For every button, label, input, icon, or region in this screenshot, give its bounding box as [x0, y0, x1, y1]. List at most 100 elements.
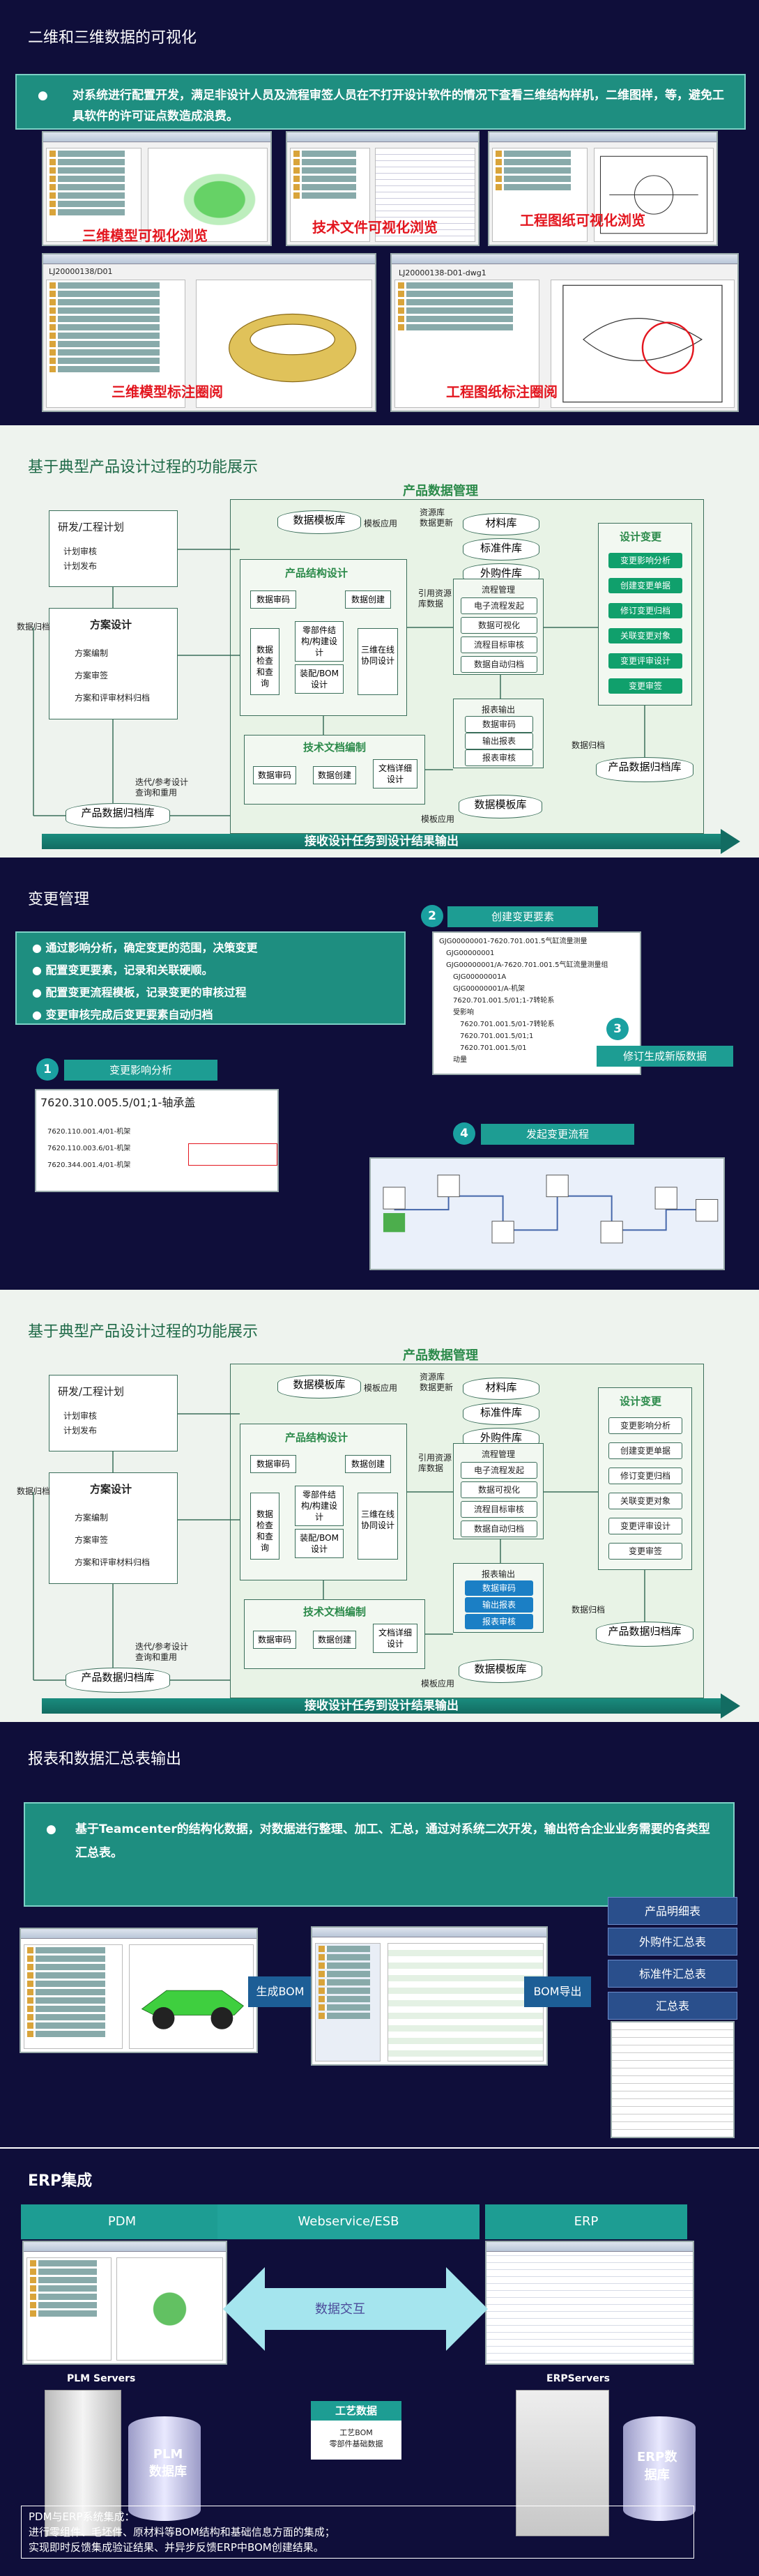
data-template-db: 数据模板库: [277, 510, 361, 534]
scheme-items: 方案编制方案审签方案和评审材料归档: [75, 642, 150, 709]
template-apply-label-2: 模板应用: [421, 814, 455, 824]
change-title: 设计变更: [620, 531, 662, 543]
design-ref-label: 迭代/参考设计 查询和重用: [135, 1642, 189, 1662]
label-3d-view: 三维模型可视化浏览: [82, 227, 208, 244]
std-db: 标准件库: [463, 1403, 539, 1425]
change-box: 设计变更 变更影响分析 创建变更单据 修订变更归档 关联变更对象 变更评审设计 …: [598, 523, 692, 706]
research-item: 计划发布: [63, 1426, 98, 1435]
tree-item: 受影响: [453, 1009, 474, 1016]
slide-title: ERP集成: [28, 2172, 93, 2190]
process-arrowhead: [721, 1693, 740, 1718]
doc-id-2: LJ20000138-D01-dwg1: [399, 268, 486, 277]
change-item: 创建变更单据: [608, 1442, 682, 1459]
ref-res-label: 引用资源库数据: [418, 1453, 452, 1473]
doc-item: 数据创建: [313, 1631, 356, 1649]
struct-item: 零部件结构/构建设计: [295, 1486, 344, 1526]
bullet-icon: ●: [46, 1822, 56, 1836]
erp-server-icon: [516, 2390, 609, 2536]
pdm-title: 产品数据管理: [403, 484, 478, 498]
scheme-box: 方案设计 方案编制方案审签方案和评审材料归档: [49, 608, 178, 719]
change-item: 修订变更归档: [608, 1468, 682, 1484]
step-2-tag: 创建变更要素: [447, 906, 598, 927]
screenshot-3d-markup: LJ20000138/D01: [42, 253, 376, 412]
slide-erp: ERP集成 PDM Webservice/ESB ERP 数据交互 PLM Se…: [0, 2147, 759, 2576]
change-item: 创建变更单据: [608, 578, 682, 593]
flow-title: 流程管理: [482, 1449, 516, 1459]
flow-item: 数据自动归档: [461, 656, 537, 673]
table-product-detail: 产品明细表: [608, 1897, 737, 1925]
change-item: 变更影响分析: [608, 1417, 682, 1434]
slide-title: 变更管理: [28, 891, 90, 908]
change-bullet: ● 配置变更流程模板，记录变更的审核过程: [32, 986, 247, 999]
report-item: 报表审核: [465, 1614, 533, 1629]
archive-db-right: 产品数据归档库: [596, 1622, 693, 1647]
doc-item: 数据审码: [253, 1631, 296, 1649]
flow-item: 数据自动归档: [461, 1521, 537, 1537]
research-item: 计划审核: [63, 1411, 98, 1421]
report-item: 输出报表: [465, 1597, 533, 1613]
report-item: 输出报表: [465, 733, 533, 749]
flow-arrows: [33, 549, 645, 816]
doc-box: 技术文档编制 数据审码 数据创建 文档详细设计: [244, 735, 425, 805]
research-title: 研发/工程计划: [58, 521, 125, 533]
slide-process-2: 基于典型产品设计过程的功能展示 产品数据管理 研发/工程计划 计划审核计划发布 …: [0, 1290, 759, 1722]
label-drawing-markup: 工程图纸标注圈阅: [446, 383, 558, 400]
archive-right-label: 数据归档: [572, 740, 606, 750]
change-item: 变更评审设计: [608, 653, 682, 669]
erp-servers-label: ERPServers: [546, 2373, 610, 2384]
data-template-db: 数据模板库: [277, 1375, 361, 1398]
struct-item: 数据检查和查询: [250, 1493, 279, 1560]
ia-item: 7620.110.001.4/01-机架: [47, 1128, 131, 1136]
summary-sheet: [611, 2021, 735, 2138]
material-db: 材料库: [463, 513, 539, 535]
slide-title: 基于典型产品设计过程的功能展示: [28, 459, 259, 476]
change-item: 变更审签: [608, 678, 682, 694]
ia-item: 7620.344.001.4/01-机架: [47, 1161, 131, 1169]
report-item: 报表审核: [465, 749, 533, 766]
scheme-item: 方案编制: [75, 648, 109, 658]
generate-bom-arrow: 生成BOM: [248, 1976, 312, 2007]
struct-item: 零部件结构/构建设计: [295, 621, 344, 662]
ia-list: 7620.110.001.4/01-机架 7620.110.003.6/01-机…: [47, 1124, 130, 1174]
label-drawing-view: 工程图纸可视化浏览: [520, 212, 645, 229]
tree-item: GJG00000001: [446, 950, 495, 957]
tree-item: GJG00000001-7620.701.001.5气缸流量测量: [439, 938, 588, 945]
flow-item: 数据可视化: [461, 1481, 537, 1498]
tree-item: 动量: [453, 1056, 467, 1064]
process-bar: 接收设计任务到设计结果输出: [42, 1698, 721, 1714]
change-tree: GJG00000001-7620.701.001.5气缸流量测量 GJG0000…: [439, 936, 608, 1066]
change-bullet: ● 通过影响分析，确定变更的范围，决策变更: [32, 941, 258, 954]
research-item: 计划审核: [63, 547, 98, 556]
report-title: 报表输出: [482, 1569, 516, 1579]
screenshot-drawing-view: [488, 131, 718, 246]
ia-target: 7620.310.005.5/01;1-轴承盖: [188, 1143, 277, 1166]
slide-title: 基于典型产品设计过程的功能展示: [28, 1323, 259, 1341]
struct-title: 产品结构设计: [285, 567, 348, 579]
plm-db-icon: [128, 2416, 201, 2521]
archive-db-right: 产品数据归档库: [596, 757, 693, 782]
step-3-badge: 3: [606, 1018, 629, 1040]
change-item: 变更影响分析: [608, 553, 682, 568]
doc-item: 文档详细设计: [373, 1624, 417, 1653]
change-box: 设计变更 变更影响分析 创建变更单据 修订变更归档 关联变更对象 变更评审设计 …: [598, 1387, 692, 1570]
scheme-item: 方案和评审材料归档: [75, 1557, 151, 1567]
step-4-tag: 发起变更流程: [481, 1124, 634, 1145]
report-title: 报表输出: [482, 705, 516, 715]
plm-db-label: PLM 数据库: [149, 2447, 187, 2479]
flow-item: 电子流程发起: [461, 597, 537, 614]
doc-title: 技术文档编制: [303, 1606, 367, 1618]
slide-title: 二维和三维数据的可视化: [28, 29, 197, 47]
tree-item: 7620.701.001.5/01;1-7转轮系: [453, 997, 555, 1005]
screenshot-drawing-markup: LJ20000138-D01-dwg1: [390, 253, 739, 412]
template-apply-label: 模板应用: [364, 1383, 398, 1393]
struct-design-box: 产品结构设计 数据审码 数据创建 数据检查和查询 零部件结构/构建设计 三维在线…: [240, 559, 407, 716]
table-standard: 标准件汇总表: [608, 1960, 737, 1988]
exchange-label: 数据交互: [315, 2302, 365, 2317]
slide-visualization: 二维和三维数据的可视化 ● 对系统进行配置开发，满足非设计人员及流程审签人员在不…: [0, 0, 759, 418]
tree-item: GJG00000001/A-机架: [453, 985, 525, 993]
research-items: 计划审核计划发布: [63, 1409, 97, 1438]
scheme-title: 方案设计: [90, 1483, 132, 1495]
slide-change-management: 变更管理 ● 通过影响分析，确定变更的范围，决策变更 ● 配置变更要素，记录和关…: [0, 864, 759, 1283]
design-ref-label: 迭代/参考设计 查询和重用: [135, 777, 189, 798]
erp-db-label: ERP数 据库: [637, 2450, 677, 2483]
